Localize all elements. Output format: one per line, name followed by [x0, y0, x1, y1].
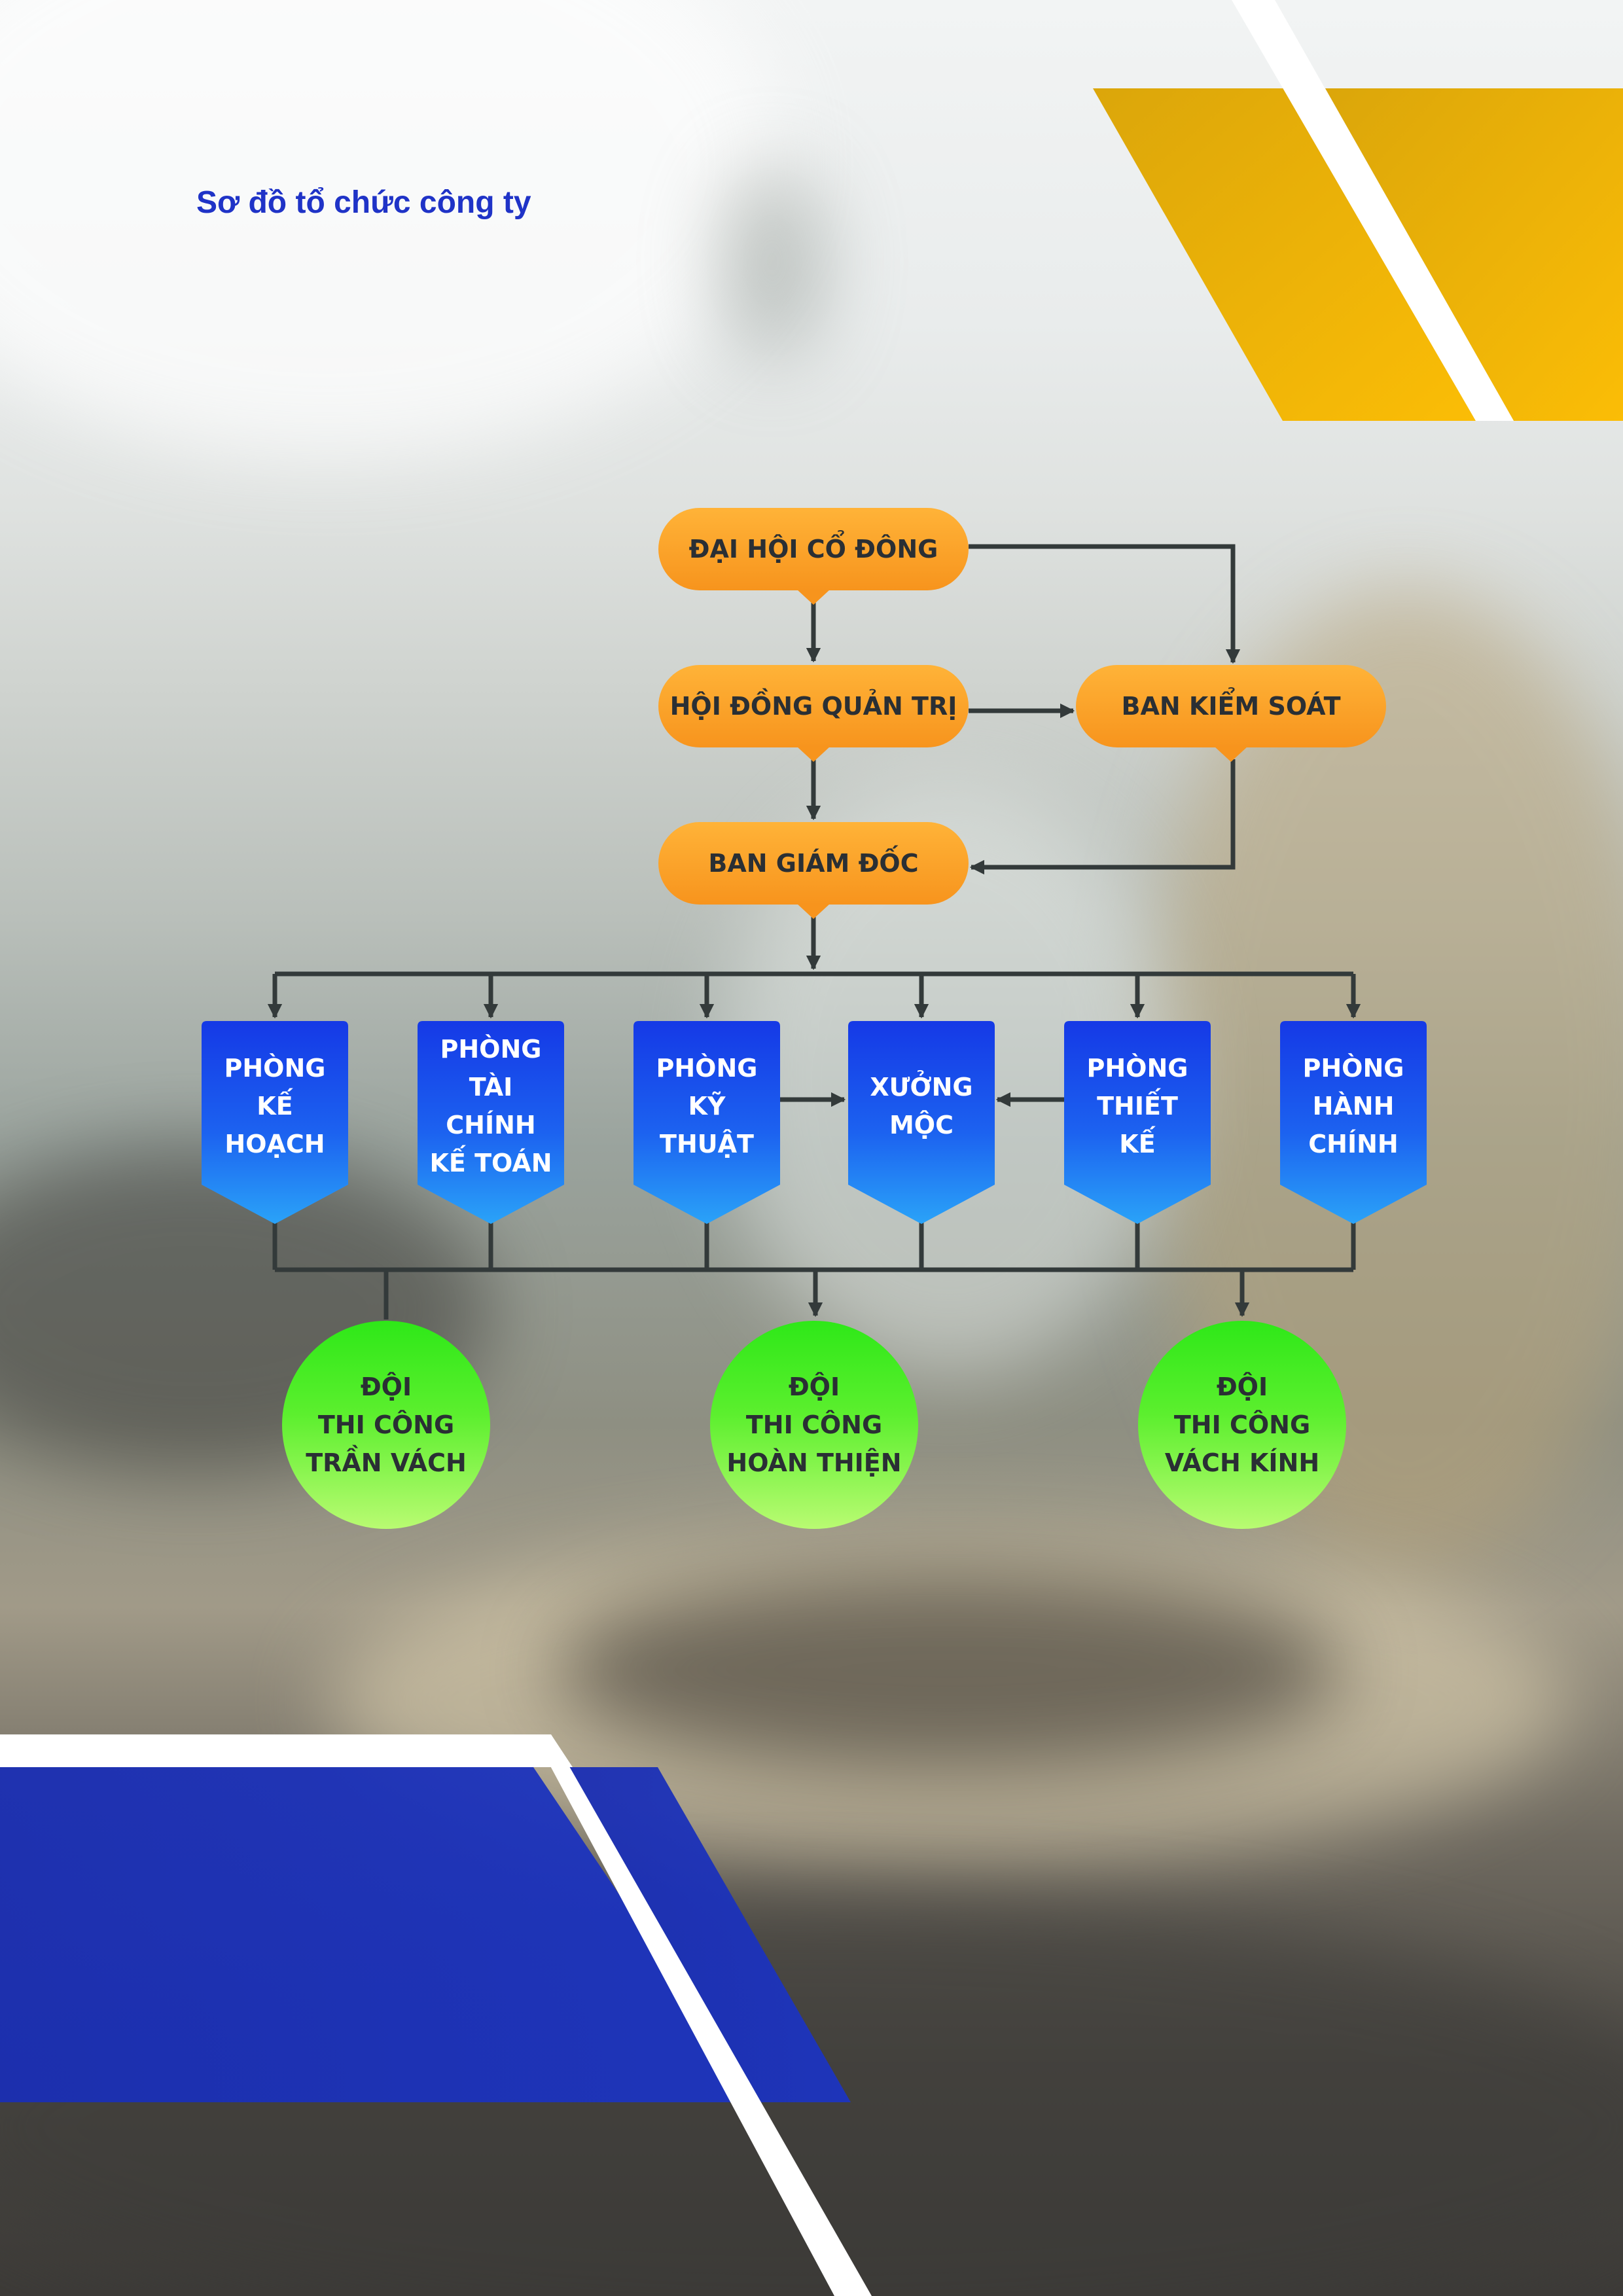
department-label-line: PHÒNG: [656, 1054, 758, 1083]
node-supervisory-board: BAN KIỂM SOÁT: [1076, 665, 1386, 762]
department-label: PHÒNG KẾ HOẠCH: [202, 1021, 348, 1191]
department-shape: [418, 1021, 564, 1224]
yellow-accent-shape: [1325, 88, 1623, 421]
department-shape: [202, 1021, 348, 1224]
yellow-accent-shape: [1093, 88, 1476, 421]
team-ceiling-partition: ĐỘI THI CÔNG TRẦN VÁCH: [282, 1321, 490, 1529]
team-label-line: TRẦN VÁCH: [306, 1448, 467, 1477]
department-label-line: KẾ TOÁN: [429, 1149, 552, 1177]
department-label-line: KỸ: [688, 1092, 726, 1121]
team-label-line: ĐỘI: [788, 1372, 840, 1401]
dept-technical: PHÒNG KỸ THUẬT: [633, 1021, 780, 1224]
department-label: PHÒNG HÀNH CHÍNH: [1280, 1021, 1427, 1191]
department-label-line: MỘC: [889, 1111, 954, 1139]
team-label-line: THI CÔNG: [1173, 1410, 1311, 1439]
department-label-line: HOẠCH: [224, 1130, 325, 1158]
department-label-line: KẾ: [1119, 1130, 1156, 1158]
department-label: PHÒNG TÀI CHÍNH KẾ TOÁN: [418, 1021, 564, 1191]
department-label: XƯỞNG MỘC: [848, 1021, 995, 1191]
team-finishing: ĐỘI THI CÔNG HOÀN THIỆN: [710, 1321, 918, 1529]
page-title: Sơ đồ tổ chức công ty: [196, 185, 531, 220]
department-label-line: XƯỞNG: [870, 1073, 973, 1102]
dept-administration: PHÒNG HÀNH CHÍNH: [1280, 1021, 1427, 1224]
department-label-line: TÀI: [469, 1073, 513, 1102]
blue-accent-shape: [0, 1767, 759, 2102]
department-label-line: PHÒNG: [440, 1035, 542, 1064]
white-diagonal-stripe: [533, 1734, 872, 2296]
blue-accent-shape: [568, 1767, 851, 2102]
white-stripe: [0, 1734, 573, 1767]
white-diagonal-stripe: [1232, 0, 1514, 421]
department-label-line: CHÍNH: [446, 1111, 536, 1139]
department-label: PHÒNG THIẾT KẾ: [1064, 1021, 1211, 1191]
node-board-of-directors: HỘI ĐỒNG QUẢN TRỊ: [658, 665, 969, 762]
team-label-line: THI CÔNG: [745, 1410, 883, 1439]
department-shape: [633, 1021, 780, 1224]
team-label-line: THI CÔNG: [317, 1410, 455, 1439]
node-shareholders: ĐẠI HỘI CỔ ĐÔNG: [658, 508, 969, 605]
department-label-line: THUẬT: [660, 1130, 754, 1158]
team-label-line: ĐỘI: [1216, 1372, 1268, 1401]
department-label-line: THIẾT: [1097, 1092, 1178, 1121]
department-label-line: PHÒNG: [1086, 1054, 1188, 1083]
dept-design: PHÒNG THIẾT KẾ: [1064, 1021, 1211, 1224]
department-label-line: CHÍNH: [1308, 1130, 1399, 1158]
dept-planning: PHÒNG KẾ HOẠCH: [202, 1021, 348, 1224]
team-glass-partition: ĐỘI THI CÔNG VÁCH KÍNH: [1138, 1321, 1346, 1529]
department-label-line: KẾ: [257, 1092, 293, 1121]
department-label-line: HÀNH: [1312, 1092, 1395, 1121]
team-label-line: ĐỘI: [360, 1372, 412, 1401]
department-label-line: PHÒNG: [224, 1054, 326, 1083]
dept-carpentry-workshop: XƯỞNG MỘC: [848, 1021, 995, 1224]
dept-finance-accounting: PHÒNG TÀI CHÍNH KẾ TOÁN: [418, 1021, 564, 1224]
department-shape: [1280, 1021, 1427, 1224]
team-label-line: VÁCH KÍNH: [1164, 1448, 1320, 1477]
team-label-line: HOÀN THIỆN: [726, 1448, 902, 1477]
department-shape: [1064, 1021, 1211, 1224]
department-shape: [848, 1021, 995, 1224]
department-label-line: PHÒNG: [1302, 1054, 1404, 1083]
node-management-board: BAN GIÁM ĐỐC: [658, 822, 969, 919]
department-label: PHÒNG KỸ THUẬT: [633, 1021, 780, 1191]
